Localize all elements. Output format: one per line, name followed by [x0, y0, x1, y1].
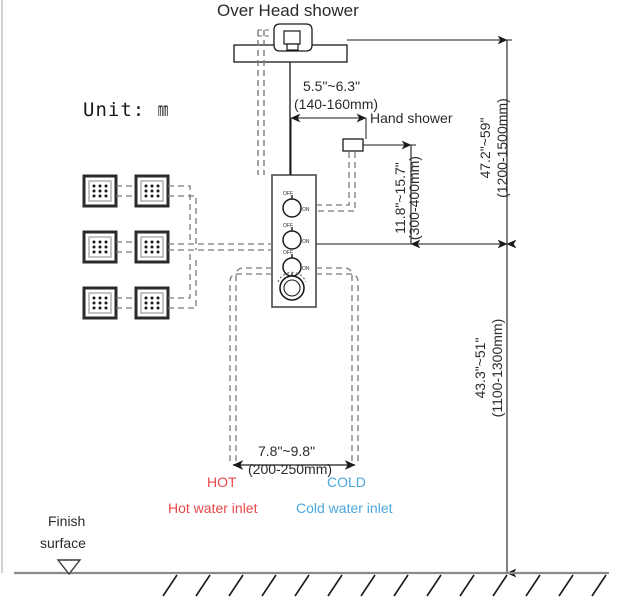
knob-2-on-label: ON [302, 239, 310, 245]
knob-1-on-label: ON [302, 207, 310, 213]
temperature-dial [277, 271, 307, 301]
cold-tag: COLD [327, 474, 366, 490]
overhead-shower-title: Over Head shower [217, 1, 359, 20]
finish-surface-ground [14, 559, 609, 576]
hand-shower-dim-mm: (300-400mm) [405, 156, 422, 241]
knob-2-off-label: OFF [283, 223, 293, 229]
body-jets [82, 174, 170, 320]
unit-label: Unit: mm [83, 99, 181, 122]
body-jet-pipes [116, 185, 272, 309]
inlet-supply-pipes [229, 267, 359, 465]
body-jet [134, 286, 170, 320]
overhead-offset-dimension [290, 113, 367, 175]
overhead-supply-pipe [257, 30, 265, 175]
right-dimension-lines [347, 35, 517, 578]
finish-surface-line-2: surface [40, 535, 86, 551]
overhead-offset-mm: (140-160mm) [294, 96, 379, 112]
body-jet [82, 286, 118, 320]
inlet-height-mm: (1100-1300mm) [488, 318, 505, 418]
hot-tag: HOT [207, 474, 237, 490]
cold-inlet-description: Cold water inlet [296, 500, 393, 516]
inlet-height-inches: 43.3"~51" [471, 337, 488, 399]
knob-3-off-label: OFF [283, 250, 293, 256]
hand-shower-holder [316, 138, 364, 212]
ground-hatching [162, 574, 607, 597]
body-jet [82, 174, 118, 208]
inlet-spacing-mm: (200-250mm) [248, 461, 333, 477]
unit-value: mm [157, 99, 168, 121]
knob-1-off-label: OFF [283, 191, 293, 197]
panel-height-mm: (1200-1500mm) [493, 98, 510, 198]
hand-shower-label: Hand shower [370, 110, 453, 126]
panel-height-inches: 47.2"~59" [476, 117, 493, 179]
finish-surface-marker [56, 559, 82, 576]
knob-3-on-label: ON [302, 266, 310, 272]
finish-surface-line-1: Finish [48, 513, 86, 529]
overhead-shower-assembly [233, 23, 348, 63]
body-jet [134, 230, 170, 264]
hand-shower-dimension [363, 140, 421, 249]
hot-inlet-description: Hot water inlet [168, 500, 258, 516]
valve-knobs [282, 195, 302, 277]
body-jet [134, 174, 170, 208]
overhead-offset-inches: 5.5"~6.3" [303, 78, 361, 94]
body-jet [82, 230, 118, 264]
inlet-spacing-inches: 7.8"~9.8" [258, 443, 316, 459]
unit-label-text: Unit: [83, 99, 146, 121]
